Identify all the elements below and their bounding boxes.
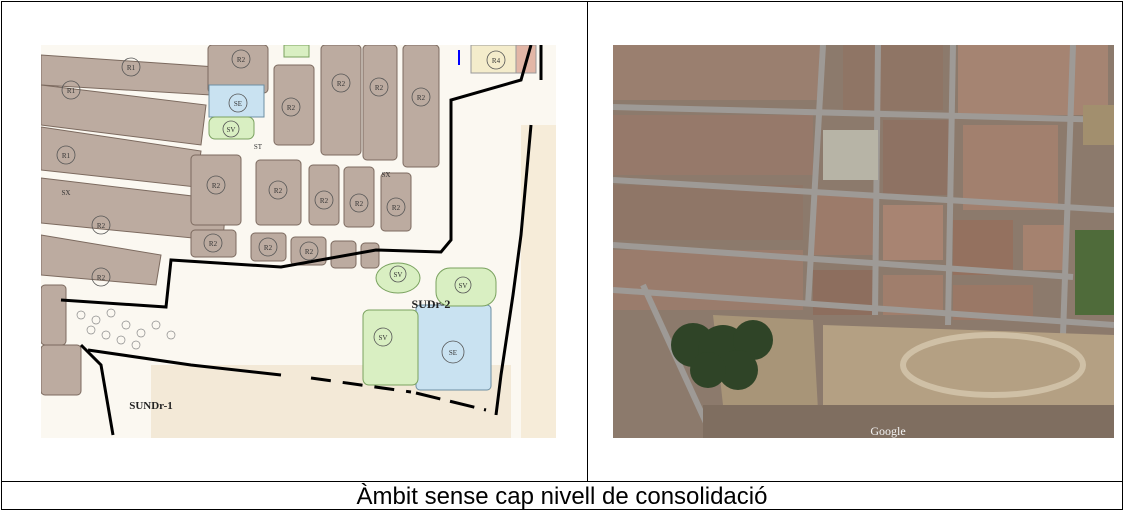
figure-caption: Àmbit sense cap nivell de consolidació [356, 483, 768, 510]
plan-code-r2: R2 [337, 80, 346, 88]
plan-code-sv: SV [227, 126, 236, 134]
zone-label-sundr1: SUNDr-1 [129, 400, 173, 412]
plan-code-r1: R1 [62, 152, 71, 160]
plan-code-r2: R2 [237, 56, 246, 64]
plan-code-r2: R2 [274, 187, 283, 195]
urban-plan-map: R1 R1 R1 R2 R2 R2 R2 R2 R2 R2 R2 R2 R2 [41, 45, 556, 438]
plan-code-se: SE [449, 349, 457, 357]
plan-code-r2: R2 [375, 84, 384, 92]
row-divider [1, 481, 1123, 482]
plan-code-sv: SV [459, 282, 468, 290]
column-divider [587, 1, 588, 482]
plan-code-st: ST [254, 143, 263, 151]
plan-code-r2: R2 [212, 182, 221, 190]
plan-code-r2: R2 [305, 248, 314, 256]
plan-code-r2: R2 [355, 200, 364, 208]
plan-code-r2: R2 [97, 222, 106, 230]
plan-code-sx: SX [382, 171, 391, 179]
plan-code-r2: R2 [320, 197, 329, 205]
plan-code-r2: R2 [209, 240, 218, 248]
plan-code-sv: SV [394, 271, 403, 279]
plan-code-r1: R1 [127, 64, 136, 72]
plan-code-r2: R2 [392, 204, 401, 212]
plan-code-r2: R2 [287, 104, 296, 112]
plan-code-se: SE [234, 100, 242, 108]
plan-code-r2: R2 [417, 94, 426, 102]
plan-code-r4: R4 [492, 57, 501, 65]
aerial-photo: Google [613, 45, 1114, 438]
plan-code-sv: SV [379, 334, 388, 342]
plan-code-r2: R2 [97, 274, 106, 282]
plan-code-sx: SX [62, 189, 71, 197]
plan-code-r2: R2 [264, 244, 273, 252]
google-watermark: Google [870, 424, 905, 438]
zone-label-sudr2: SUDr-2 [412, 297, 451, 311]
plan-code-r1: R1 [67, 87, 76, 95]
